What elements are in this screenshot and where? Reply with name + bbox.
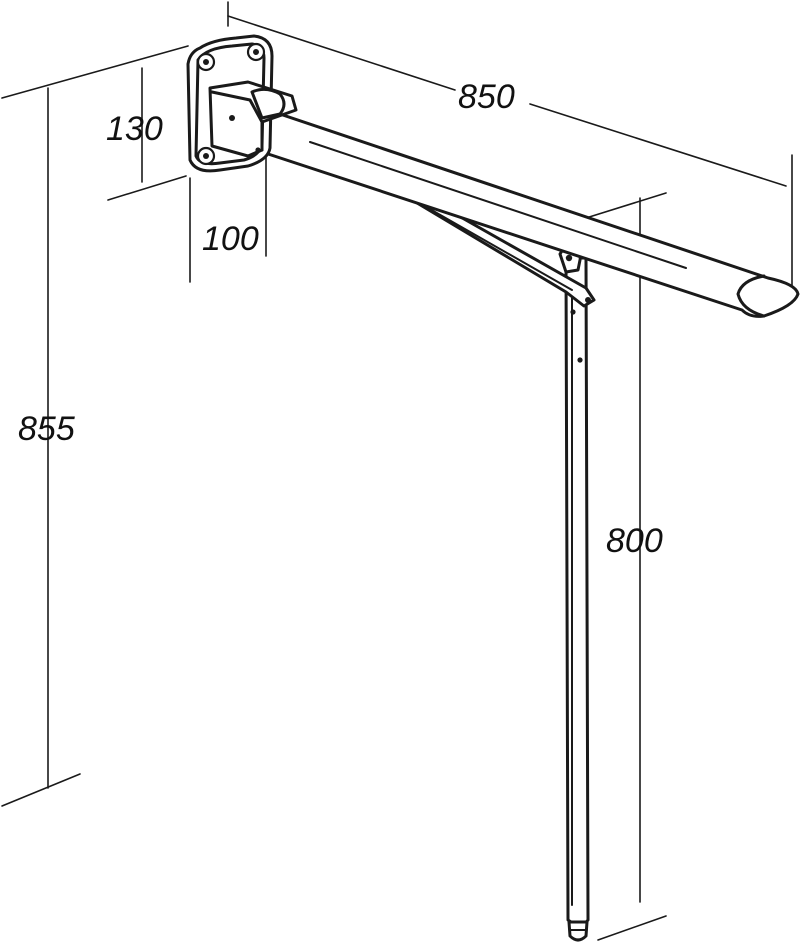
leg-tube xyxy=(564,256,590,927)
dimension-labels: 850 130 100 855 800 xyxy=(18,78,663,560)
leg-hole-1 xyxy=(570,309,576,315)
dim-850-line-b xyxy=(529,103,787,187)
dim-100-label: 100 xyxy=(202,220,259,258)
hinge-block-rivet-lower xyxy=(255,147,261,153)
rail-highlight xyxy=(309,141,687,269)
dim-800-bottom-extension xyxy=(597,915,667,941)
screw-bottom-left-center xyxy=(203,153,209,159)
dim-855-top-extension xyxy=(1,45,189,99)
support-leg xyxy=(558,244,590,942)
wall-bracket xyxy=(186,34,298,173)
dim-855-label: 855 xyxy=(18,410,75,448)
dim-130-label: 130 xyxy=(106,110,163,148)
screw-top-left-center xyxy=(203,59,209,65)
dim-800-top-extension xyxy=(585,192,667,219)
main-rail xyxy=(254,106,800,318)
dim-855-bottom-extension xyxy=(1,773,81,807)
strut-end-bolt xyxy=(585,297,591,303)
rail-end-cap xyxy=(736,274,766,318)
hinge-block-front xyxy=(210,90,264,152)
rail-tube xyxy=(254,106,800,318)
hinge-barrel xyxy=(250,87,286,120)
screw-top-right-center xyxy=(253,49,259,55)
dim-800-label: 800 xyxy=(606,522,663,560)
dim-130-bottom-extension xyxy=(107,175,187,201)
hinge-block-rivet xyxy=(229,115,235,121)
leg-hinge-pin xyxy=(565,254,573,262)
dim-850-label: 850 xyxy=(458,78,515,116)
dim-850-line-a xyxy=(227,15,456,91)
leg-hole-2 xyxy=(577,357,583,363)
